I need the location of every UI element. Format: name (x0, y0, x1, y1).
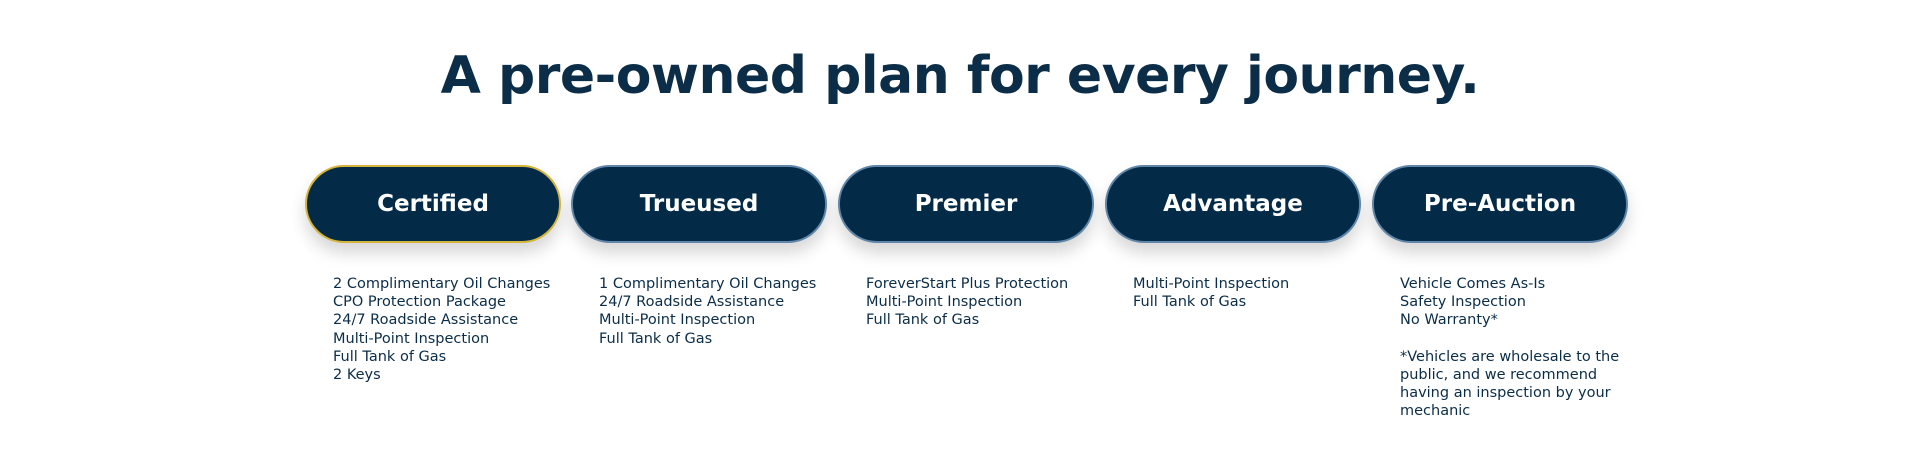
feature-list: Vehicle Comes As-Is Safety Inspection No… (1372, 275, 1628, 330)
plan-trueused: Trueused 1 Complimentary Oil Changes 24/… (571, 165, 827, 348)
feature-list: 2 Complimentary Oil Changes CPO Protecti… (305, 275, 561, 384)
tab-label: Advantage (1163, 191, 1303, 217)
feature-item: 24/7 Roadside Assistance (599, 294, 785, 311)
feature-list: Multi-Point Inspection Full Tank of Gas (1105, 275, 1361, 311)
feature-item: 1 Complimentary Oil Changes (599, 276, 817, 292)
feature-list: 1 Complimentary Oil Changes 24/7 Roadsid… (571, 275, 827, 348)
plan-premier: Premier ForeverStart Plus Protection Mul… (838, 165, 1094, 330)
feature-item: Full Tank of Gas (333, 348, 447, 365)
plan-certified: Certified 2 Complimentary Oil Changes CP… (305, 165, 561, 384)
page-title: A pre-owned plan for every journey. (440, 46, 1480, 106)
feature-item: Safety Inspection (1400, 294, 1526, 311)
feature-item: 24/7 Roadside Assistance (333, 312, 519, 329)
tab-premier[interactable]: Premier (838, 165, 1094, 243)
plan-pre-auction: Pre-Auction Vehicle Comes As-Is Safety I… (1372, 165, 1628, 420)
warranty-note: *Vehicles are wholesale to the public, a… (1400, 348, 1620, 420)
feature-item: 2 Keys (333, 367, 381, 384)
feature-list: ForeverStart Plus Protection Multi-Point… (838, 275, 1094, 330)
tab-trueused[interactable]: Trueused (571, 165, 827, 243)
tab-label: Trueused (639, 191, 759, 217)
feature-item: Vehicle Comes As-Is (1400, 276, 1546, 292)
tab-label: Certified (377, 191, 489, 217)
feature-item: Multi-Point Inspection (866, 294, 1023, 311)
feature-item: Full Tank of Gas (866, 312, 980, 329)
plan-advantage: Advantage Multi-Point Inspection Full Ta… (1105, 165, 1361, 311)
feature-item: Multi-Point Inspection (599, 312, 756, 329)
feature-item: Full Tank of Gas (599, 330, 713, 347)
feature-item: Full Tank of Gas (1133, 294, 1247, 311)
feature-item: CPO Protection Package (333, 294, 506, 311)
feature-item: Multi-Point Inspection (1133, 276, 1290, 292)
feature-item: No Warranty* (1400, 312, 1498, 329)
tab-certified[interactable]: Certified (305, 165, 561, 243)
tab-label: Premier (914, 191, 1018, 217)
tab-pre-auction[interactable]: Pre-Auction (1372, 165, 1628, 243)
feature-item: Multi-Point Inspection (333, 330, 490, 347)
tab-label: Pre-Auction (1423, 191, 1577, 217)
feature-item: 2 Complimentary Oil Changes (333, 276, 551, 292)
tab-advantage[interactable]: Advantage (1105, 165, 1361, 243)
feature-item: ForeverStart Plus Protection (866, 276, 1069, 292)
